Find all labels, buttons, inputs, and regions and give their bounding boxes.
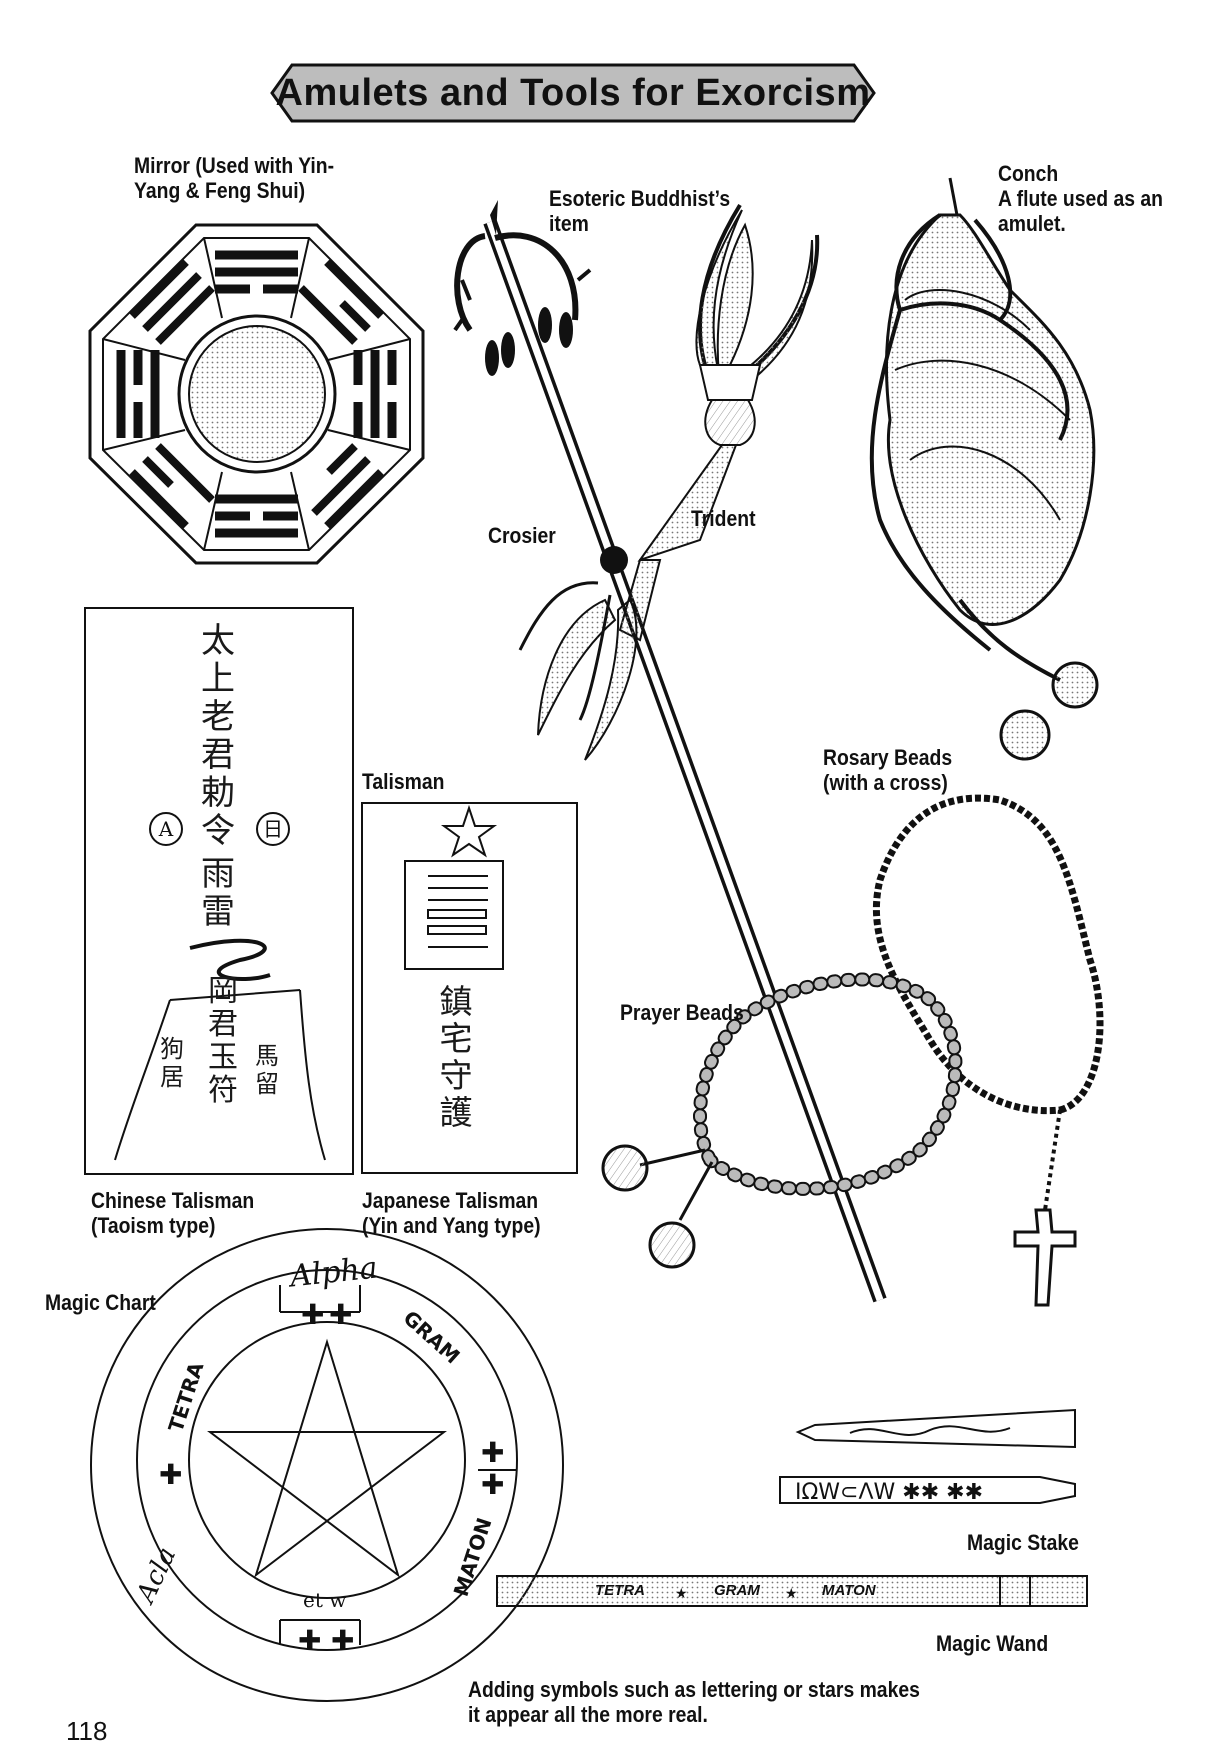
japanese-talisman-icon xyxy=(361,802,578,1174)
chinese-talisman-label: Chinese Talisman (Taoism type) xyxy=(91,1188,254,1238)
magic-wand-label: Magic Wand xyxy=(936,1631,1049,1656)
rosary-beads-icon xyxy=(872,794,1104,1307)
svg-text:✚: ✚ xyxy=(481,1436,504,1469)
magic-wand-icon: ★ ★ xyxy=(496,1575,1088,1607)
trident-icon xyxy=(518,203,820,761)
svg-text:★: ★ xyxy=(785,1585,798,1601)
conch-label-line-1: Conch xyxy=(998,161,1059,186)
chinese-talisman-right-mark: 日 xyxy=(256,812,290,846)
wand-text-gram: GRAM xyxy=(714,1582,760,1599)
page-number: 118 xyxy=(66,1716,108,1746)
chinese-talisman-icon xyxy=(84,607,354,1175)
rosary-label-line-2: (with a cross) xyxy=(823,770,948,795)
note-line-2: it appear all the more real. xyxy=(468,1702,708,1727)
conch-label-line-3: amulet. xyxy=(998,211,1066,236)
chinese-talisman-label-line-2: (Taoism type) xyxy=(91,1213,216,1238)
magic-chart-label: Magic Chart xyxy=(45,1290,156,1315)
svg-text:✚: ✚ xyxy=(331,1624,354,1657)
svg-text:★: ★ xyxy=(675,1585,688,1601)
page-title: Amulets and Tools for Exorcism xyxy=(275,71,871,114)
chinese-talisman-column: 太上老君勅令 xyxy=(201,621,235,851)
magic-stake-icon-2: IΩW⊂ΛW ✱✱ ✱✱ xyxy=(779,1476,1076,1505)
crosier-icon xyxy=(453,200,887,1303)
svg-text:IΩW⊂ΛW ✱✱ ✱✱: IΩW⊂ΛW ✱✱ ✱✱ xyxy=(795,1480,983,1505)
note-text: Adding symbols such as lettering or star… xyxy=(468,1677,920,1727)
page-title-banner: Amulets and Tools for Exorcism xyxy=(268,62,878,124)
conch-label: Conch A flute used as an amulet. xyxy=(998,161,1163,236)
chinese-talisman-left-mark: A xyxy=(149,812,183,846)
esoteric-label-line-1: Esoteric Buddhist’s xyxy=(549,186,731,211)
crosier-label: Crosier xyxy=(488,523,556,548)
chinese-talisman-middle: 雨雷 xyxy=(201,854,235,932)
rosary-label-line-1: Rosary Beads xyxy=(823,745,953,770)
chinese-talisman-side-right: 馬留 xyxy=(255,1042,279,1098)
esoteric-label-line-2: item xyxy=(549,211,589,236)
chart-text-et-w: et w xyxy=(303,1588,347,1612)
esoteric-label: Esoteric Buddhist’s item xyxy=(549,186,730,236)
note-line-1: Adding symbols such as lettering or star… xyxy=(468,1677,920,1702)
japanese-talisman-label: Japanese Talisman (Yin and Yang type) xyxy=(362,1188,541,1238)
svg-text:✚: ✚ xyxy=(298,1624,321,1657)
chinese-talisman-lower: 岡君玉符 xyxy=(208,974,238,1108)
conch-icon xyxy=(869,177,1099,761)
rosary-label: Rosary Beads (with a cross) xyxy=(823,745,952,795)
japanese-talisman-label-line-2: (Yin and Yang type) xyxy=(362,1213,541,1238)
wand-text-maton: MATON xyxy=(822,1582,876,1599)
magic-stake-label: Magic Stake xyxy=(967,1530,1079,1555)
japanese-talisman-label-line-1: Japanese Talisman xyxy=(362,1188,539,1213)
bagua-mirror-icon xyxy=(88,223,425,565)
wand-text-tetra: TETRA xyxy=(595,1582,645,1599)
svg-text:✚: ✚ xyxy=(329,1298,352,1331)
svg-text:✚: ✚ xyxy=(481,1468,504,1501)
mirror-label: Mirror (Used with Yin- Yang & Feng Shui) xyxy=(134,153,334,203)
title-banner-shape xyxy=(270,63,876,123)
prayer-beads-label: Prayer Beads xyxy=(620,1000,744,1025)
japanese-talisman-column: 鎮宅守護 xyxy=(439,982,473,1132)
conch-label-line-2: A flute used as an xyxy=(998,186,1163,211)
chinese-talisman-label-line-1: Chinese Talisman xyxy=(91,1188,255,1213)
chinese-talisman-side-left: 狗居 xyxy=(160,1035,184,1091)
trident-label: Trident xyxy=(691,506,756,531)
magic-chart-icon: ✚✚ ✚ ✚✚ ✚✚ xyxy=(90,1228,564,1702)
svg-text:✚: ✚ xyxy=(159,1458,182,1491)
prayer-beads-icon xyxy=(601,972,963,1269)
magic-stake-icon xyxy=(795,1408,1076,1449)
mirror-label-line-2: Yang & Feng Shui) xyxy=(134,178,306,203)
talisman-label: Talisman xyxy=(362,769,445,794)
mirror-label-line-1: Mirror (Used with Yin- xyxy=(134,153,335,178)
svg-text:✚: ✚ xyxy=(301,1298,324,1331)
